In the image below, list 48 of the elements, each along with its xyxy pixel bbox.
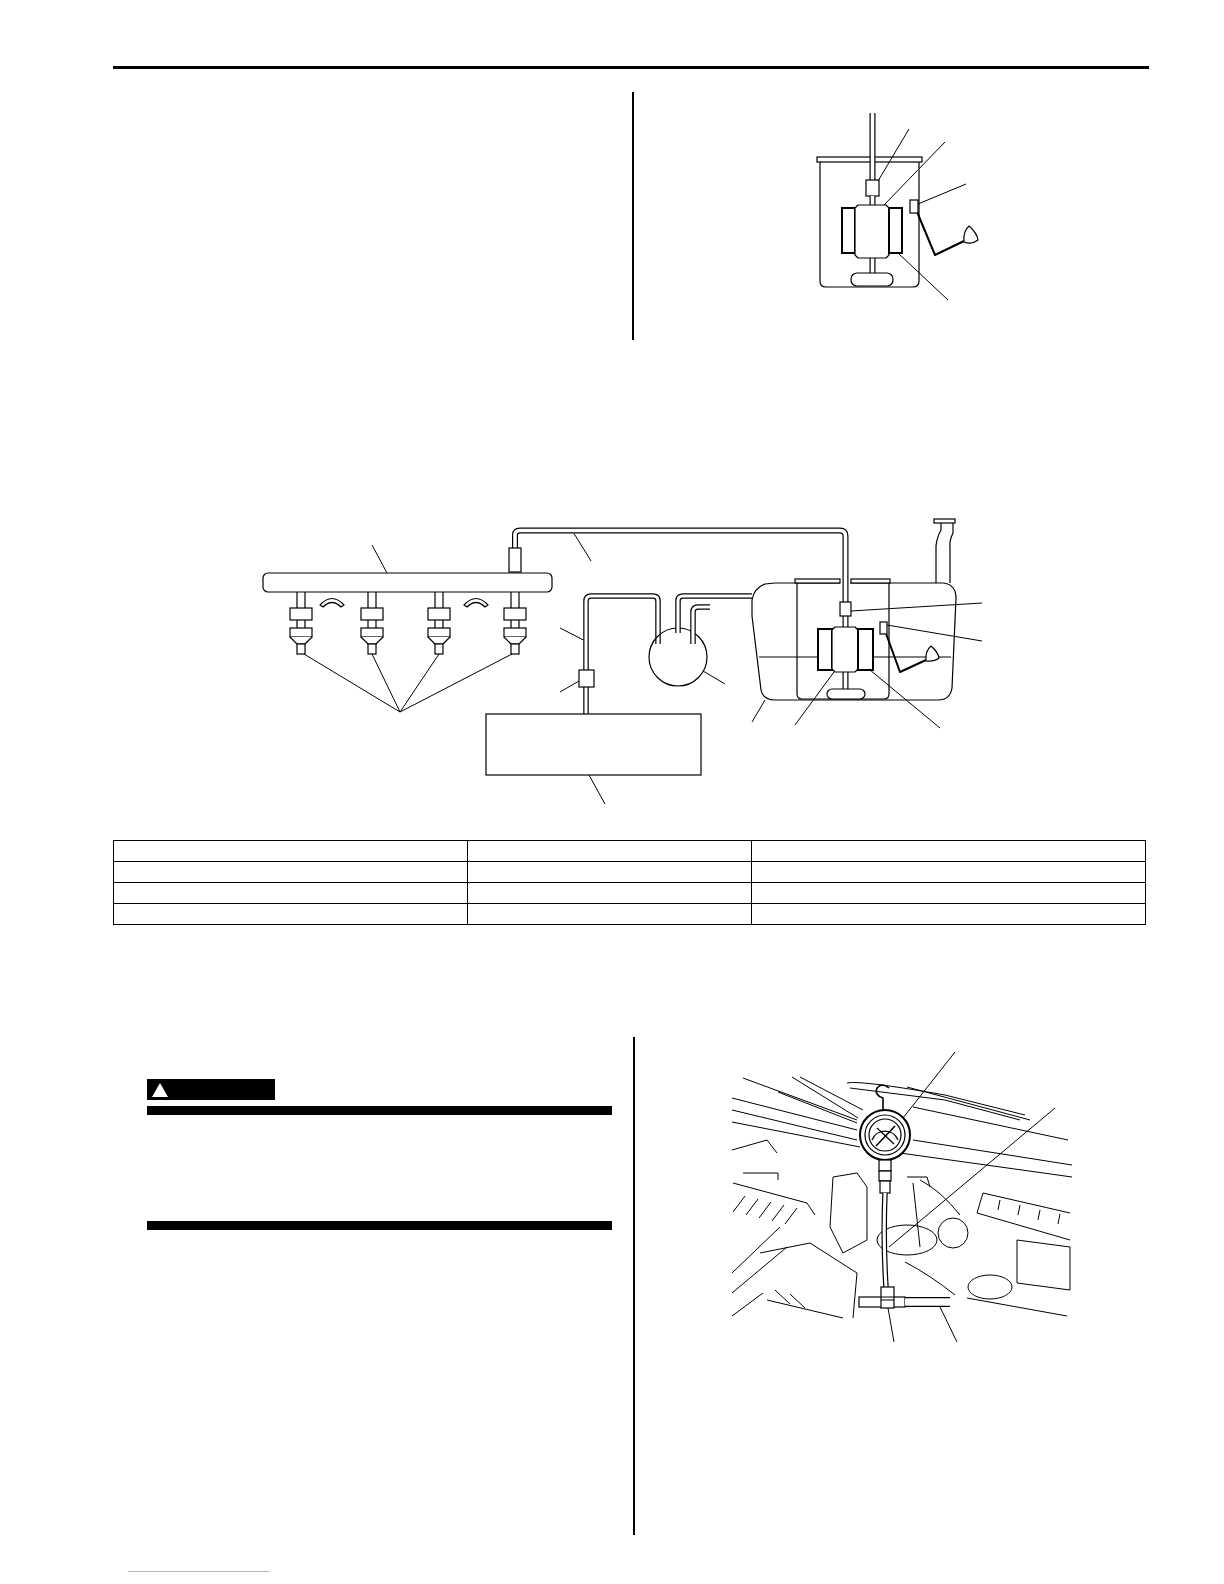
leader-line xyxy=(897,252,949,301)
leader-line xyxy=(794,671,835,726)
fuel-tank xyxy=(751,518,957,701)
fuel-pump xyxy=(831,626,859,673)
t-joint xyxy=(858,1286,906,1309)
leader-line xyxy=(399,653,513,713)
leader-line xyxy=(702,670,726,685)
leader-line xyxy=(869,669,941,729)
pressure-gauge xyxy=(859,1084,911,1194)
leader-line xyxy=(887,1307,895,1343)
fuel-pump xyxy=(854,196,890,259)
leader-line xyxy=(886,624,983,642)
leader-line xyxy=(588,774,606,805)
fuel-rail xyxy=(262,572,553,593)
leader-line xyxy=(902,1051,956,1119)
component-block xyxy=(485,713,702,776)
leader-line xyxy=(883,141,946,206)
leader-line xyxy=(939,1306,958,1343)
pipe-connector xyxy=(865,179,880,197)
leader-line xyxy=(559,680,580,693)
side-block xyxy=(857,628,874,671)
leader-line xyxy=(559,627,584,641)
fuel-hose xyxy=(905,1297,950,1307)
fuel-injector xyxy=(360,591,384,655)
fuel-injector xyxy=(289,591,313,655)
leader-line xyxy=(303,653,401,713)
pipe-connector xyxy=(839,601,852,617)
fuel-pipe xyxy=(583,593,661,714)
leader-line xyxy=(371,544,388,574)
leader-line xyxy=(399,653,440,713)
fuel-pipe xyxy=(508,527,849,602)
gauge-hose xyxy=(881,1192,889,1288)
leader-line xyxy=(888,1107,1056,1248)
level-sensor xyxy=(909,199,919,214)
leader-line xyxy=(573,533,592,562)
vent-pipe xyxy=(690,604,710,644)
level-sensor xyxy=(879,621,888,635)
fuel-injector xyxy=(427,591,451,655)
leader-line xyxy=(371,653,401,713)
leader-line xyxy=(751,699,766,723)
fuel-injector xyxy=(503,591,527,655)
pipe-connector xyxy=(578,669,595,688)
side-block xyxy=(888,207,903,254)
leader-line xyxy=(877,128,910,182)
leader-line xyxy=(850,602,983,612)
round-chamber xyxy=(648,627,708,687)
leader-line xyxy=(917,183,967,205)
fuel-pipe xyxy=(675,593,752,633)
